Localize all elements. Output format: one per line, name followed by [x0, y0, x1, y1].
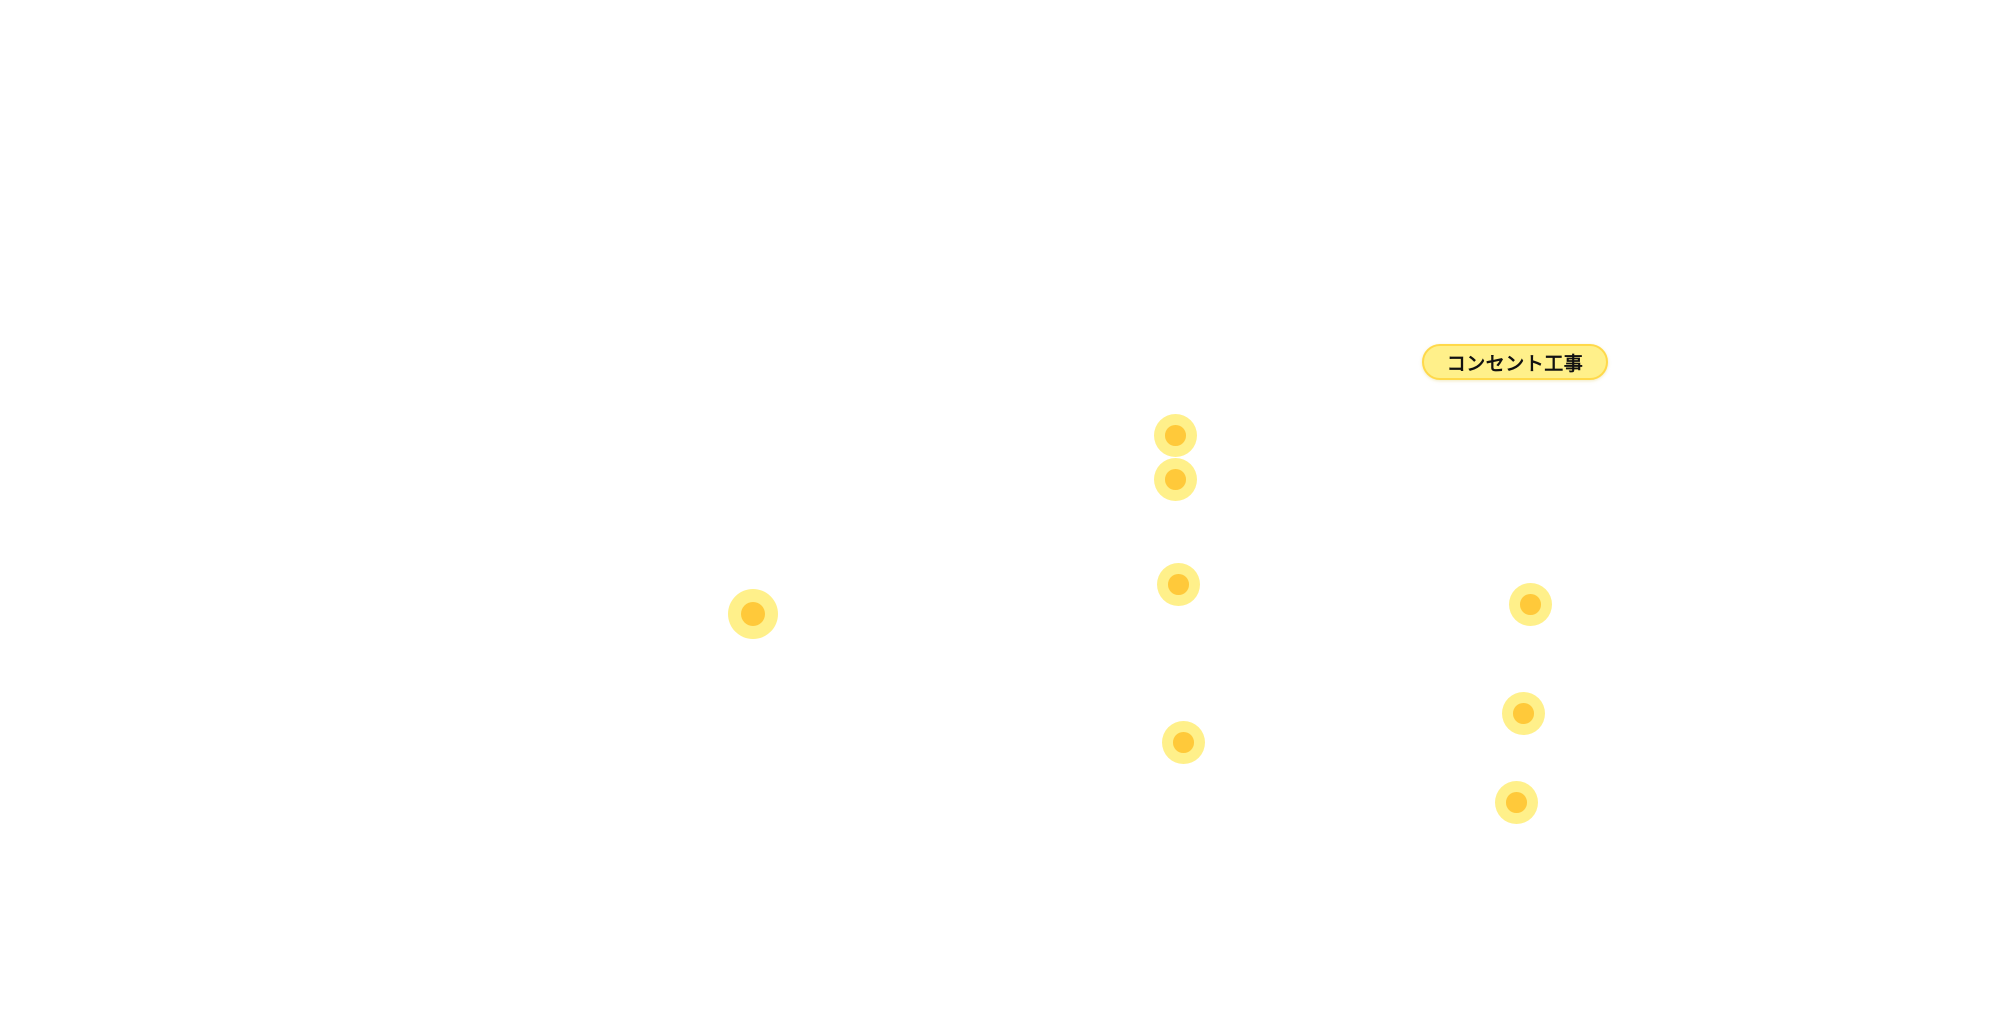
hotspot-marker-3[interactable] — [1157, 563, 1200, 606]
hotspot-marker-icon — [741, 602, 765, 626]
hotspot-marker-1[interactable] — [1154, 414, 1197, 457]
hotspot-marker-8[interactable] — [1495, 781, 1538, 824]
hotspot-marker-icon — [1165, 425, 1186, 446]
hotspot-marker-5[interactable] — [1509, 583, 1552, 626]
hotspot-marker-4[interactable] — [728, 589, 778, 639]
outlet-work-label[interactable]: コンセント工事 — [1422, 344, 1608, 380]
hotspot-marker-icon — [1520, 594, 1541, 615]
hotspot-marker-icon — [1513, 703, 1534, 724]
hotspot-marker-icon — [1168, 574, 1189, 595]
hotspot-marker-icon — [1506, 792, 1527, 813]
hotspot-marker-2[interactable] — [1154, 458, 1197, 501]
hotspot-marker-6[interactable] — [1502, 692, 1545, 735]
hotspot-marker-icon — [1165, 469, 1186, 490]
hotspot-marker-icon — [1173, 732, 1194, 753]
hotspot-marker-7[interactable] — [1162, 721, 1205, 764]
